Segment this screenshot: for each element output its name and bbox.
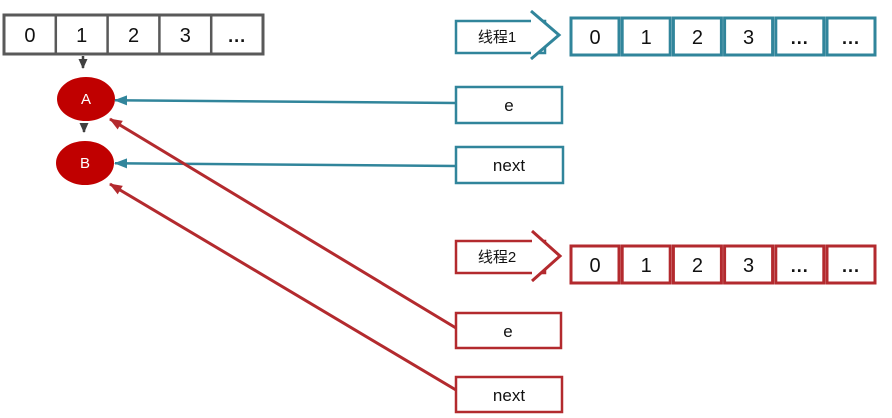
thread1-label-box xyxy=(454,19,547,55)
thread2-open-arrowhead xyxy=(531,229,563,283)
thread2-cell-0: 0 xyxy=(589,255,600,277)
thread1-block-arrow: 线程1 xyxy=(454,9,562,61)
thread1-array-cell xyxy=(569,16,621,57)
thread2-cell-1: 1 xyxy=(641,255,652,277)
main-array-frame xyxy=(2,13,265,56)
thread1-cell-ellipsis: ... xyxy=(791,28,809,48)
thread1-array-cell xyxy=(723,16,775,57)
bucket-cell-ellipsis: ... xyxy=(228,26,246,46)
main-bucket-array: 0 1 2 3 ... xyxy=(2,13,265,56)
thread1-label: 线程1 xyxy=(478,29,516,46)
thread1-array-cell xyxy=(825,16,877,57)
thread2-array-cell xyxy=(569,244,621,285)
thread1-cell-ellipsis: ... xyxy=(842,28,860,48)
thread2-array-cell xyxy=(825,244,877,285)
thread2-block-arrow: 线程2 xyxy=(454,229,563,283)
thread1-e-pointer-arrow xyxy=(114,95,457,106)
bucket-cell-0: 0 xyxy=(24,25,35,47)
thread2-e-label: e xyxy=(503,322,512,341)
thread2-next-pointer-arrow xyxy=(109,182,457,392)
thread2-e-pointer-arrow xyxy=(109,117,457,330)
thread2-array: 0 1 2 3 ... ... xyxy=(569,244,877,285)
node-a-label: A xyxy=(81,91,91,108)
thread1-e-label: e xyxy=(504,96,513,115)
thread2-cell-ellipsis: ... xyxy=(791,256,809,276)
thread2-cell-3: 3 xyxy=(743,255,754,277)
thread2-next-label: next xyxy=(493,386,525,405)
thread2-array-cell xyxy=(620,244,672,285)
thread2-e-box xyxy=(454,311,563,350)
thread1-cell-2: 2 xyxy=(692,27,703,49)
thread1-array: 0 1 2 3 ... ... xyxy=(569,16,877,57)
thread1-array-cell xyxy=(774,16,826,57)
thread2-next-box xyxy=(454,375,564,414)
thread1-next-label: next xyxy=(493,156,525,175)
thread1-e-box xyxy=(454,85,564,125)
node-a xyxy=(57,77,115,121)
node-b-label: B xyxy=(80,155,90,172)
thread1-cell-3: 3 xyxy=(743,27,754,49)
bucket-cell-1: 1 xyxy=(76,25,87,47)
thread1-cell-0: 0 xyxy=(589,27,600,49)
thread1-cell-1: 1 xyxy=(641,27,652,49)
thread1-next-pointer-arrow xyxy=(114,158,457,169)
thread1-array-cell xyxy=(620,16,672,57)
thread2-cell-ellipsis: ... xyxy=(842,256,860,276)
node-b xyxy=(56,141,114,185)
thread1-open-arrowhead xyxy=(530,9,562,61)
thread2-cell-2: 2 xyxy=(692,255,703,277)
bucket-cell-2: 2 xyxy=(128,25,139,47)
thread2-array-cell xyxy=(774,244,826,285)
thread1-array-cell xyxy=(671,16,723,57)
bucket-cell-3: 3 xyxy=(180,25,191,47)
thread2-array-cell xyxy=(671,244,723,285)
thread2-label: 线程2 xyxy=(478,249,516,266)
thread2-array-cell xyxy=(723,244,775,285)
